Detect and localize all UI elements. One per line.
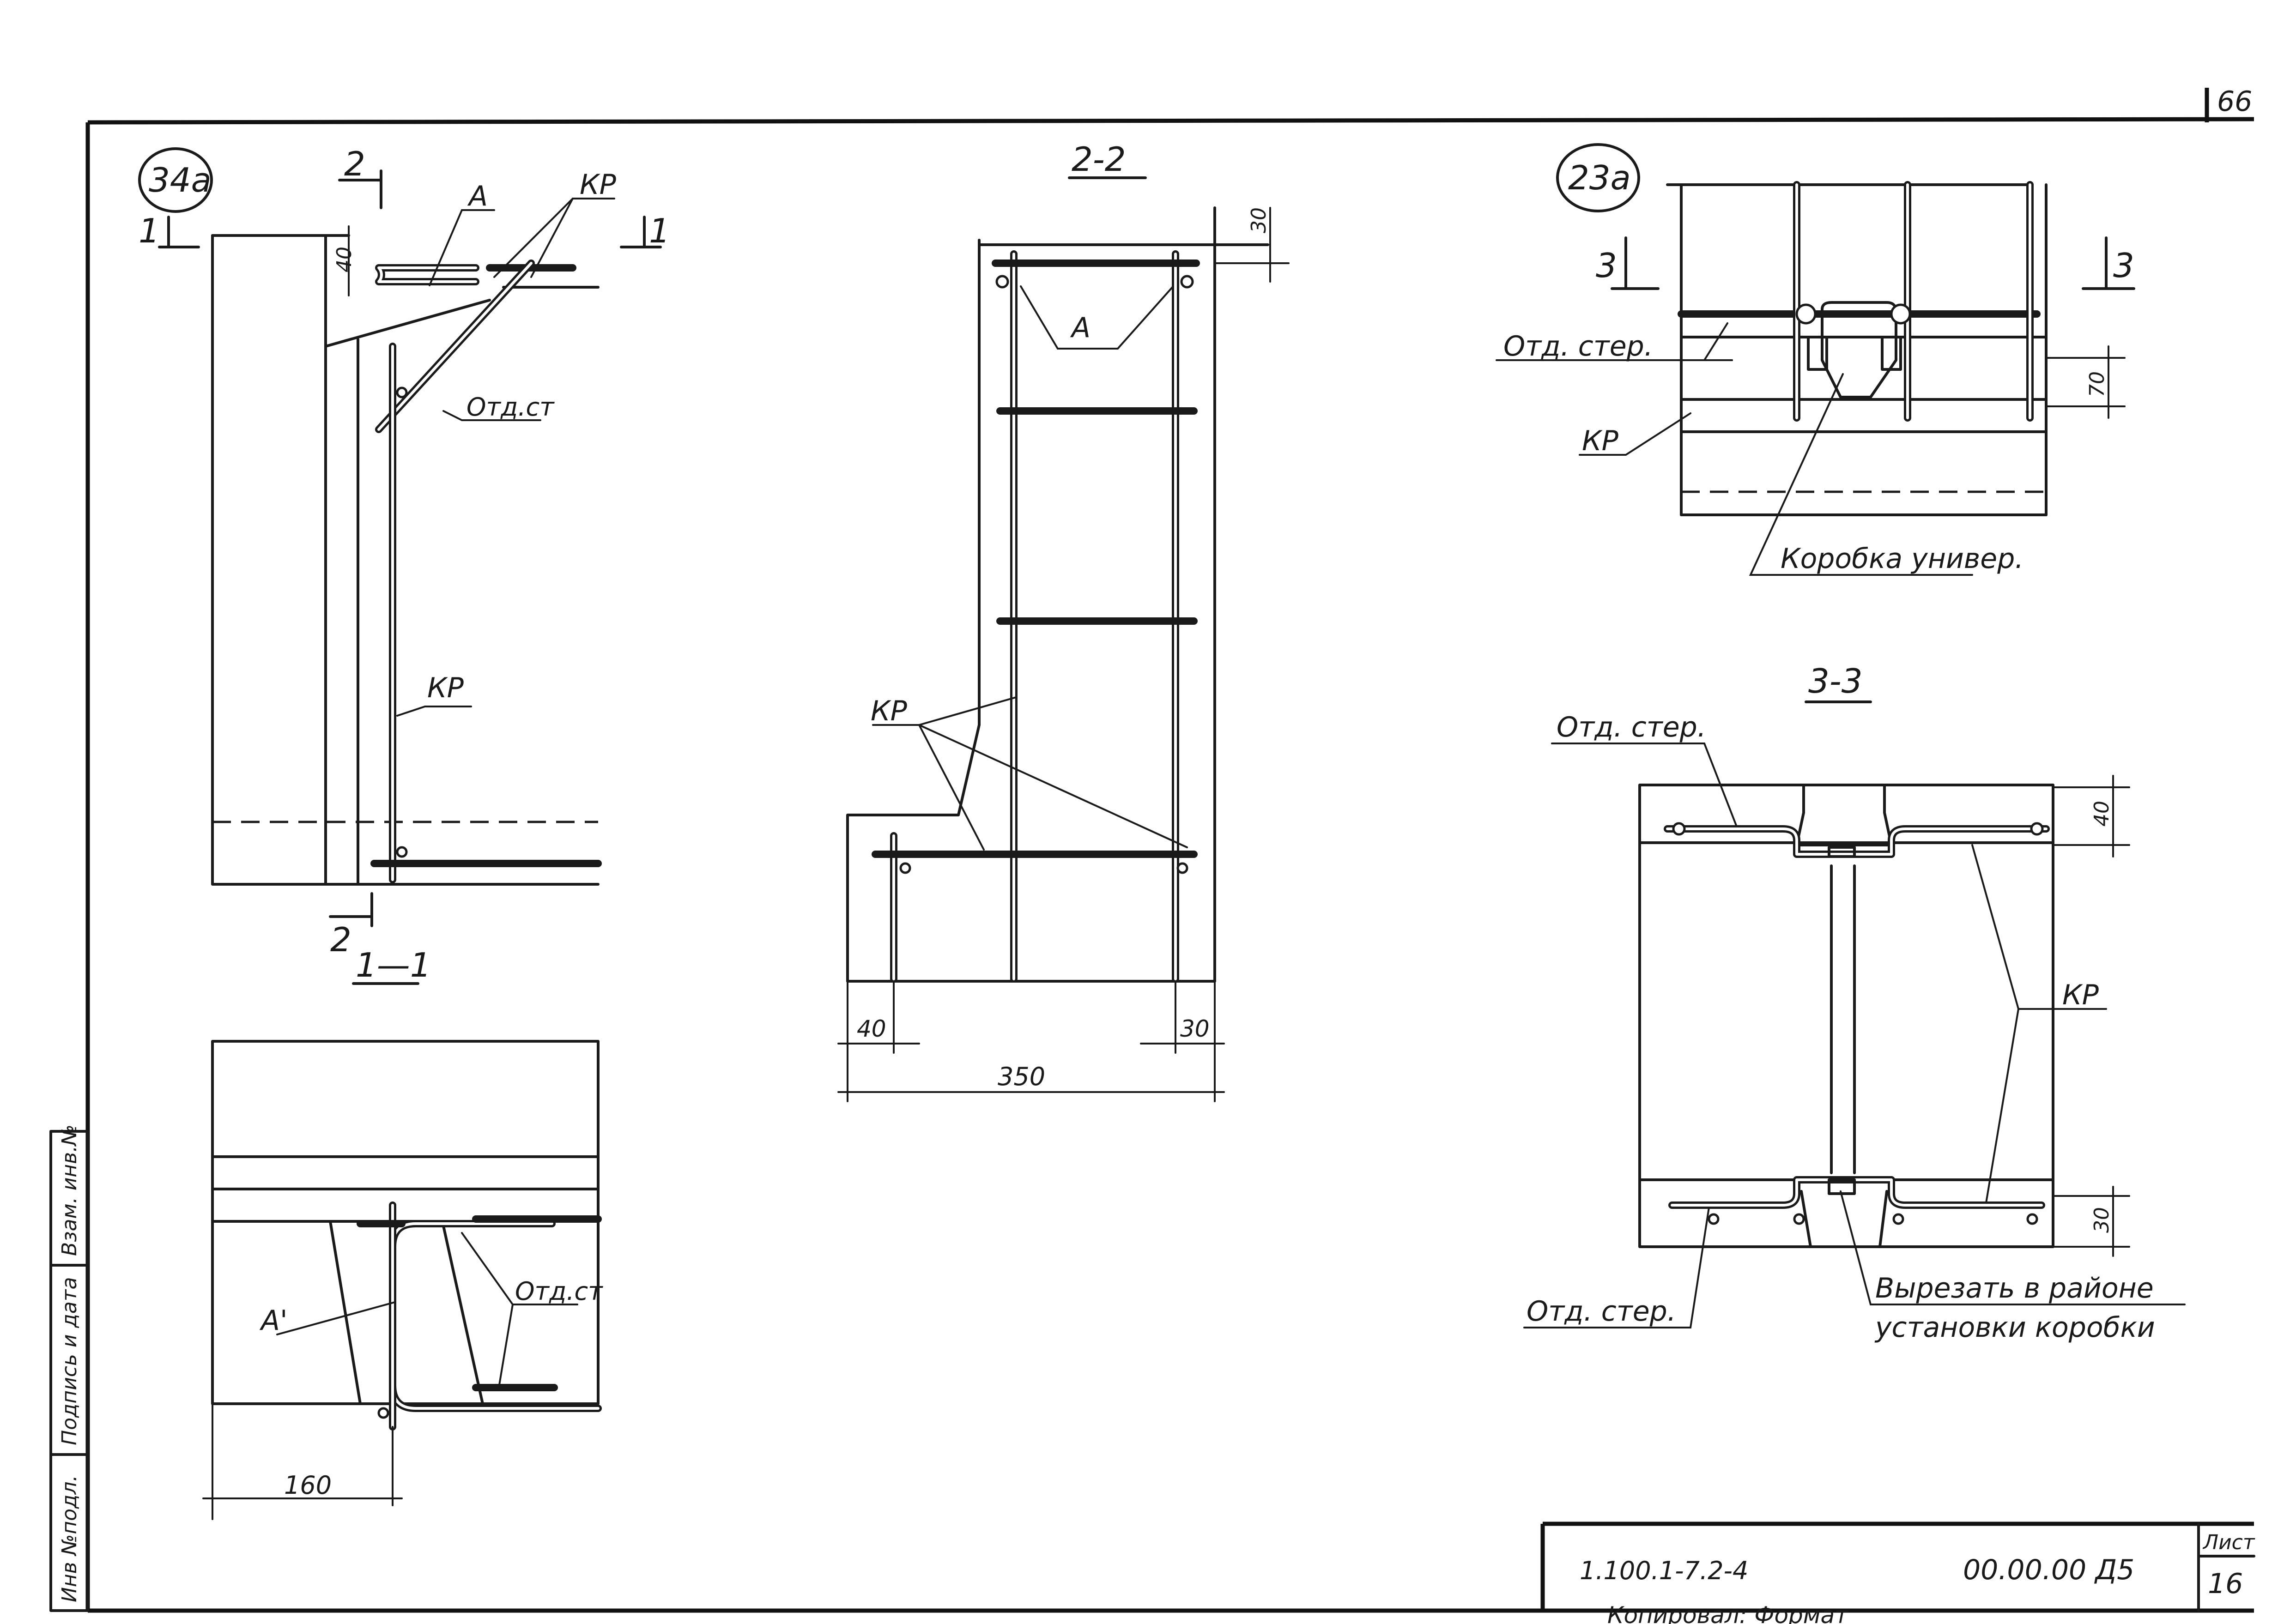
sheet-corner-number: 66 [2217, 85, 2252, 118]
section-2-2-label-A: А [1070, 312, 1091, 344]
section-2-2-dim-350: 350 [998, 1062, 1045, 1091]
section-1-mark-left: 1 [139, 211, 160, 250]
stamp-inv-podl: Инв №подл. [58, 1475, 81, 1602]
stamp-podpis-data: Подпись и дата [58, 1277, 81, 1445]
node-34a-label-otd-st: Отд.ст [466, 392, 555, 422]
section-2-mark-bottom: 2 [330, 920, 351, 959]
junction-box [1821, 301, 1897, 398]
doc-code: 1.100.1-7.2-4 [1580, 1556, 1748, 1585]
section-3-3-dim-40: 40 [2090, 801, 2114, 827]
stamp-column: Взам. инв.№ Подпись и дата Инв №подл. [49, 1124, 89, 1612]
section-1-1-title: 1—1 [356, 946, 431, 984]
section-3-3-dim-30: 30 [2090, 1207, 2114, 1233]
doc-mark: 00.00.00 Д5 [1963, 1554, 2134, 1586]
section-1-1: 1—1 А' Отд.ст 160 [202, 946, 603, 1520]
node-34a-label-KR-side: КР [427, 672, 464, 704]
node-23a-label-otd-ster: Отд. стер. [1503, 330, 1653, 362]
node-23a: 23а 3 3 70 [1496, 143, 2135, 576]
section-2-mark-top: 2 [344, 145, 365, 183]
section-1-1-label-otd-st: Отд.ст [515, 1277, 603, 1306]
title-block: 1.100.1-7.2-4 00.00.00 Д5 Лист 16 Копиро… [1540, 1521, 2255, 1624]
section-3-mark-right: 3 [2113, 246, 2134, 285]
section-1-1-label-A: А' [259, 1304, 288, 1337]
section-3-3-label-otd-ster-top: Отд. стер. [1557, 711, 1706, 743]
section-3-3: 3-3 40 30 Отд. стер. [1523, 662, 2186, 1344]
section-3-3-label-KR: КР [2062, 979, 2099, 1011]
section-1-1-dim-160: 160 [284, 1471, 332, 1500]
node-34a: 34а 2 2 1 1 40 [138, 145, 670, 959]
node-23a-dim-70: 70 [2085, 371, 2109, 397]
section-2-2-dim-30-bottom: 30 [1180, 1015, 1210, 1042]
section-3-mark-left: 3 [1596, 246, 1617, 285]
section-2-2-title: 2-2 [1072, 140, 1126, 179]
section-3-3-note-line1: Вырезать в районе [1875, 1272, 2154, 1304]
node-34a-label-KR-top: КР [580, 169, 617, 201]
node-23a-badge-text: 23а [1568, 158, 1631, 197]
sheet-number: 16 [2208, 1568, 2243, 1600]
copy-format-text: Копировал: Формат [1607, 1602, 1849, 1624]
section-3-3-note-line2: установки коробки [1874, 1311, 2155, 1344]
section-3-3-title: 3-3 [1808, 662, 1863, 700]
node-23a-badge [1556, 143, 1640, 212]
node-34a-badge-text: 34а [149, 161, 212, 199]
section-1-mark-right: 1 [649, 211, 670, 250]
section-2-2: 2-2 А КР 30 [837, 140, 1290, 1102]
node-34a-dim-40: 40 [333, 247, 356, 272]
section-2-2-dim-40: 40 [857, 1015, 886, 1042]
sheet-label: Лист [2202, 1531, 2255, 1554]
node-34a-badge [138, 147, 213, 213]
section-3-3-label-otd-ster-bottom: Отд. стер. [1527, 1295, 1676, 1328]
node-34a-label-A: А [467, 180, 488, 212]
section-2-2-dim-30-top: 30 [1247, 207, 1271, 233]
node-23a-label-KR: КР [1582, 425, 1619, 457]
stamp-vzam-inv: Взам. инв.№ [58, 1124, 81, 1256]
section-2-2-label-KR: КР [871, 695, 908, 727]
node-23a-label-korobka: Коробка универ. [1781, 543, 2023, 575]
